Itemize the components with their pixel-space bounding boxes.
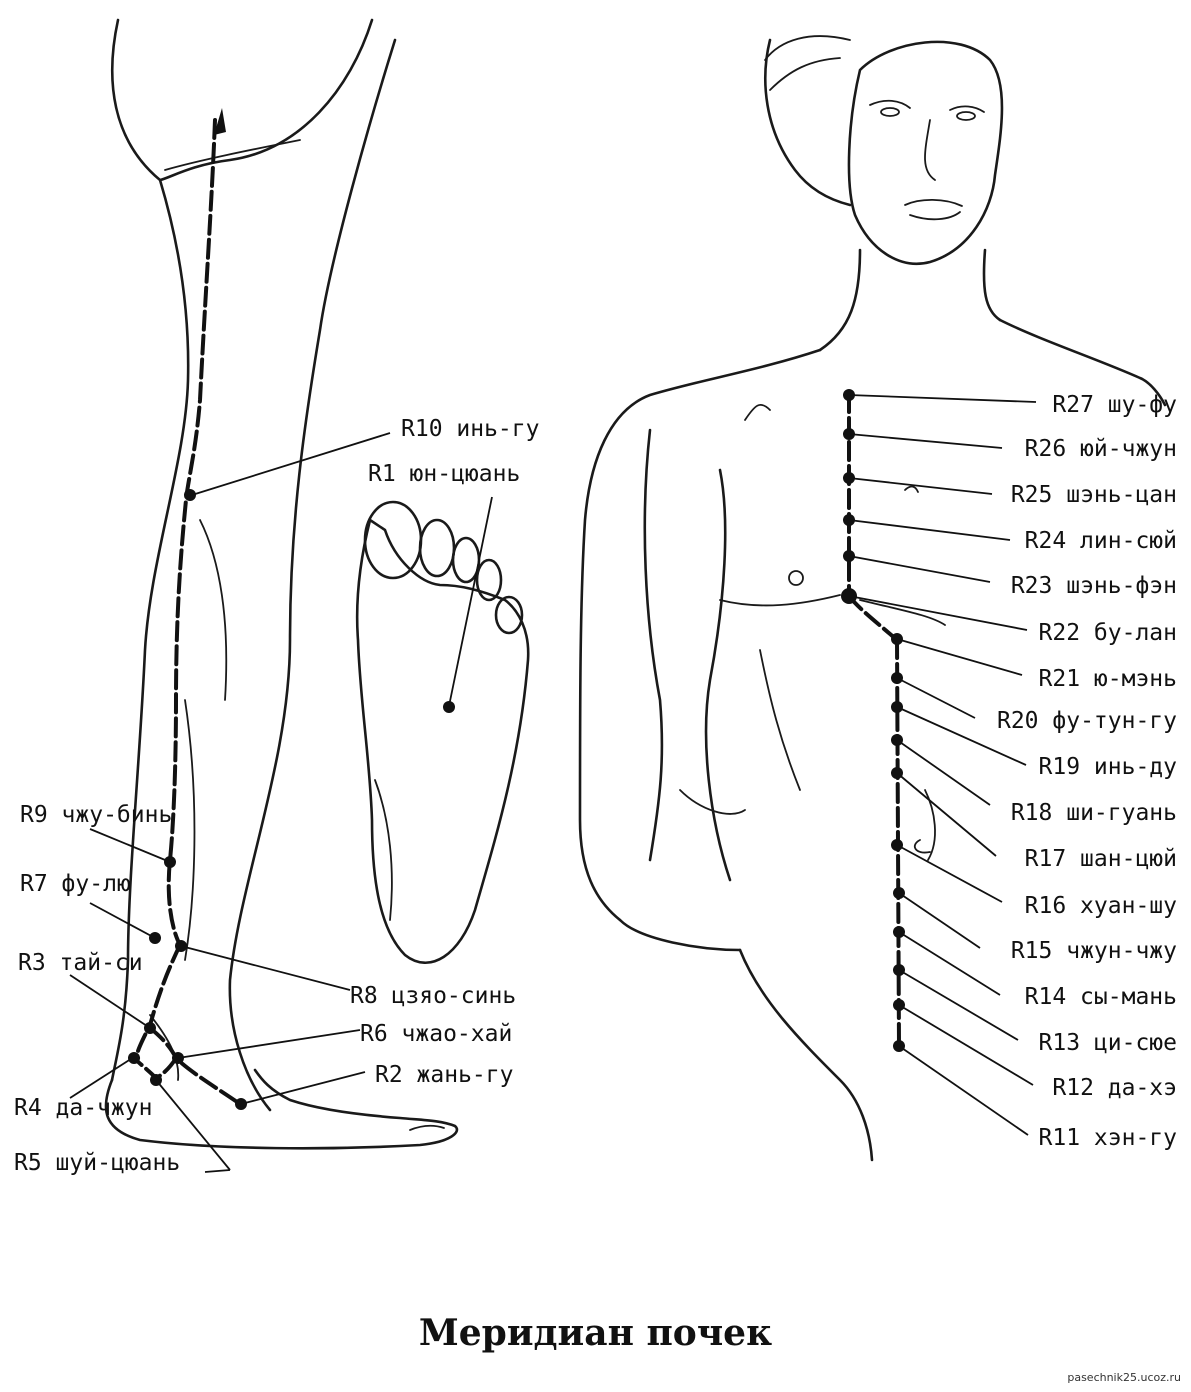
point-r27	[843, 389, 855, 401]
point-r13	[893, 964, 905, 976]
label-r2: R2 жань-гу	[375, 1062, 514, 1088]
point-r11	[893, 1040, 905, 1052]
leg-drawing	[104, 18, 459, 1150]
label-r22: R22 бу-лан	[1038, 620, 1177, 646]
point-r10	[184, 489, 196, 501]
point-r16	[891, 839, 903, 851]
point-r2	[235, 1098, 247, 1110]
label-r4: R4 да-чжун	[14, 1095, 153, 1121]
acupoints	[128, 389, 905, 1110]
point-r17	[891, 767, 903, 779]
point-r9	[164, 856, 176, 868]
point-r18	[891, 734, 903, 746]
label-r19: R19 инь-ду	[1038, 754, 1177, 780]
point-r19	[891, 701, 903, 713]
point-r20	[891, 672, 903, 684]
point-r14	[893, 926, 905, 938]
point-r21	[891, 633, 903, 645]
label-r26: R26 юй-чжун	[1024, 436, 1177, 462]
label-r23: R23 шэнь-фэн	[1010, 573, 1177, 599]
label-r13: R13 ци-сюе	[1038, 1030, 1177, 1056]
watermark: pasechnik25.ucoz.ru	[1067, 1371, 1181, 1384]
leader-lines	[69, 394, 1037, 1173]
label-r21: R21 ю-мэнь	[1038, 666, 1177, 692]
label-r11: R11 хэн-гу	[1038, 1125, 1177, 1151]
point-r3	[144, 1022, 156, 1034]
label-r3: R3 тай-си	[18, 950, 143, 976]
label-r16: R16 хуан-шу	[1024, 893, 1177, 919]
label-r9: R9 чжу-бинь	[20, 802, 173, 828]
label-r5: R5 шуй-цюань	[14, 1150, 181, 1176]
point-r4	[128, 1052, 140, 1064]
label-r8: R8 цзяо-синь	[350, 983, 517, 1009]
label-r1: R1 юн-цюань	[368, 461, 521, 487]
label-r10: R10 инь-гу	[401, 416, 540, 442]
point-r8	[175, 940, 187, 952]
label-r12: R12 да-хэ	[1052, 1075, 1177, 1101]
point-r25	[843, 472, 855, 484]
label-r15: R15 чжун-чжу	[1010, 938, 1177, 964]
point-r22	[841, 588, 857, 604]
label-r18: R18 ши-гуань	[1010, 800, 1177, 826]
point-r23	[843, 550, 855, 562]
label-r6: R6 чжао-хай	[360, 1021, 513, 1047]
sole-drawing	[355, 500, 530, 965]
label-r27: R27 шу-фу	[1052, 392, 1177, 418]
meridian-path-torso	[847, 392, 901, 1048]
point-r12	[893, 999, 905, 1011]
torso-drawing	[578, 35, 1167, 1162]
label-r20: R20 фу-тун-гу	[996, 708, 1177, 734]
point-r1	[443, 701, 455, 713]
point-r6	[172, 1052, 184, 1064]
label-r7: R7 фу-лю	[20, 871, 131, 897]
point-r24	[843, 514, 855, 526]
point-r15	[893, 887, 905, 899]
label-r24: R24 лин-сюй	[1024, 528, 1177, 554]
point-r7	[149, 932, 161, 944]
label-r17: R17 шан-цюй	[1024, 846, 1177, 872]
label-r25: R25 шэнь-цан	[1010, 482, 1177, 508]
label-r14: R14 сы-мань	[1024, 984, 1177, 1010]
diagram-title: Меридиан почек	[418, 1312, 773, 1354]
point-r26	[843, 428, 855, 440]
point-r5	[150, 1074, 162, 1086]
